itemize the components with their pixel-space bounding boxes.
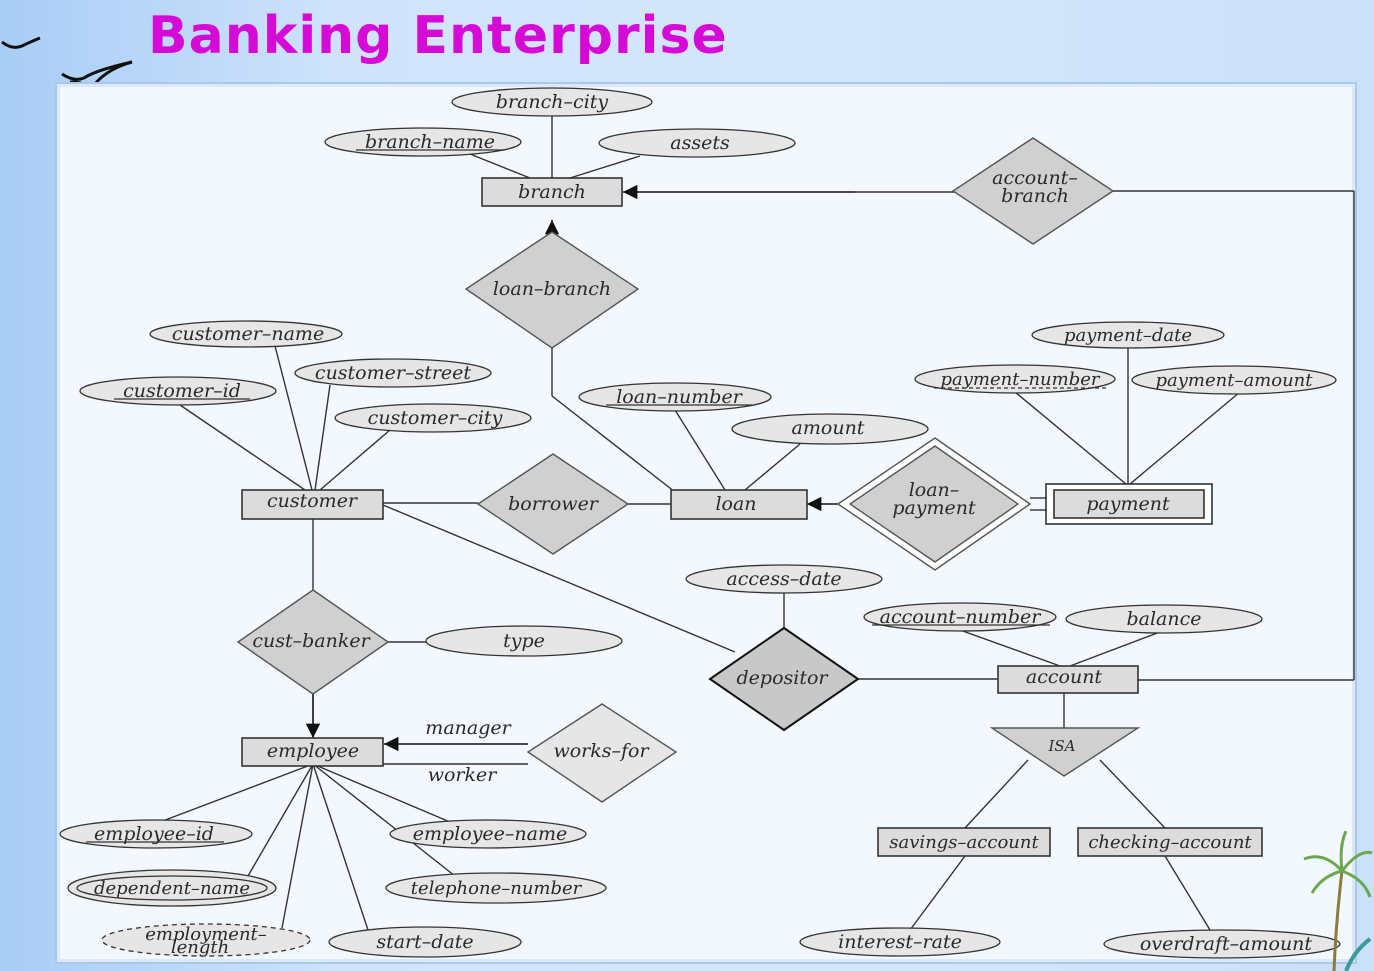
attr-telephone-number-label: telephone–number [411, 878, 583, 899]
attr-customer-street-label: customer–street [315, 362, 472, 384]
attr-account-number-label: account–number [880, 606, 1043, 628]
attr-interest-rate-label: interest–rate [838, 931, 962, 953]
attr-amount [731, 413, 929, 445]
arrow-lines [305, 184, 855, 752]
attr-interest-rate [799, 927, 1001, 957]
attr-overdraft-amount [1103, 929, 1341, 959]
attr-overdraft-amount-label: overdraft–amount [1140, 933, 1312, 955]
entity-checking-account [1077, 827, 1263, 857]
entity-payment [1053, 489, 1205, 519]
rel-borrower-label: borrower [508, 493, 600, 515]
attr-employment-length [101, 923, 311, 957]
attr-assets [598, 128, 796, 158]
entity-customer [241, 489, 384, 520]
attr-payment-number [914, 364, 1116, 394]
slide-title: Banking Enterprise [148, 6, 728, 66]
attr-customer-city [334, 403, 532, 433]
attr-access-date-label: access–date [726, 568, 841, 590]
role-worker-label: worker [428, 764, 499, 786]
attr-access-date [685, 564, 883, 594]
relationship-loan-branch [464, 231, 640, 349]
entity-branch-label: branch [518, 181, 586, 203]
entity-savings-account-label: savings–account [889, 832, 1039, 853]
entity-employee [241, 737, 384, 767]
rel-works-for-label: works–for [553, 740, 650, 762]
entity-branch [481, 177, 623, 207]
isa-triangle [989, 727, 1141, 777]
attr-payment-amount [1131, 365, 1337, 395]
entity-payment-label: payment [1086, 493, 1170, 515]
entity-account-label: account [1026, 666, 1103, 688]
attr-customer-name [149, 320, 343, 348]
connector-lines [159, 114, 1355, 931]
relationship-depositor [708, 626, 860, 732]
attr-telephone-number [385, 872, 607, 904]
attr-type-label: type [503, 630, 545, 652]
attr-dependent-name [76, 875, 268, 901]
attr-loan-number [578, 382, 772, 412]
attr-employee-id [59, 819, 253, 849]
role-manager-label: manager [425, 717, 512, 739]
attr-assets-label: assets [670, 132, 730, 154]
attr-start-date-label: start–date [376, 931, 473, 953]
entity-employee-label: employee [267, 740, 359, 762]
rel-cust-banker-label: cust–banker [252, 630, 371, 652]
attr-customer-city-label: customer–city [368, 407, 503, 429]
entity-checking-account-label: checking–account [1088, 832, 1252, 853]
rel-depositor-label: depositor [737, 667, 830, 689]
isa-label: ISA [1047, 737, 1075, 755]
attr-customer-id-label: customer–id [123, 380, 241, 402]
rel-loan-payment-label-1: loan– [909, 479, 960, 501]
entity-loan [670, 489, 808, 520]
entity-account [997, 665, 1139, 694]
attr-type [425, 625, 623, 657]
relationship-loan-payment [848, 445, 1020, 563]
rel-account-branch-label-2: branch [1001, 185, 1069, 207]
attr-branch-city-label: branch–city [496, 91, 609, 113]
attr-employee-name-label: employee–name [413, 823, 568, 845]
palm-tree-decoration [1303, 831, 1373, 971]
relationship-cust-banker [236, 589, 390, 695]
entity-loan-label: loan [715, 493, 756, 515]
attr-balance-label: balance [1126, 608, 1201, 630]
rel-account-branch-label-1: account– [992, 167, 1078, 189]
attr-dependent-name-label: dependent–name [94, 878, 250, 899]
attr-employment-length-label-1: employment– [145, 924, 267, 945]
entity-savings-account [877, 827, 1051, 857]
entity-customer-label: customer [267, 490, 359, 512]
attr-account-number [863, 602, 1057, 632]
attr-payment-amount-label: payment–amount [1155, 370, 1313, 391]
attr-payment-number-label: payment–number [940, 369, 1100, 390]
attr-start-date [328, 926, 522, 958]
attr-branch-city [451, 87, 653, 117]
relationship-account-branch [951, 137, 1115, 245]
attr-branch-name [324, 127, 522, 157]
attr-balance [1065, 604, 1263, 634]
attr-employee-name [389, 819, 587, 849]
attr-employee-id-label: employee–id [94, 823, 214, 845]
attr-customer-name-label: customer–name [172, 323, 324, 345]
rel-loan-branch-label: loan–branch [493, 278, 611, 300]
attr-customer-id [79, 376, 277, 406]
relationship-works-for [526, 703, 678, 803]
attr-amount-label: amount [792, 417, 865, 439]
attr-payment-date [1031, 321, 1225, 349]
attr-loan-number-label: loan–number [616, 386, 743, 408]
attr-customer-street [294, 358, 492, 388]
attr-branch-name-label: branch–name [365, 131, 495, 153]
rel-loan-payment-label-2: payment [892, 497, 976, 519]
attr-employment-length-label-2: length [171, 937, 229, 958]
attr-payment-date-label: payment–date [1064, 325, 1192, 346]
relationship-borrower [476, 453, 630, 555]
